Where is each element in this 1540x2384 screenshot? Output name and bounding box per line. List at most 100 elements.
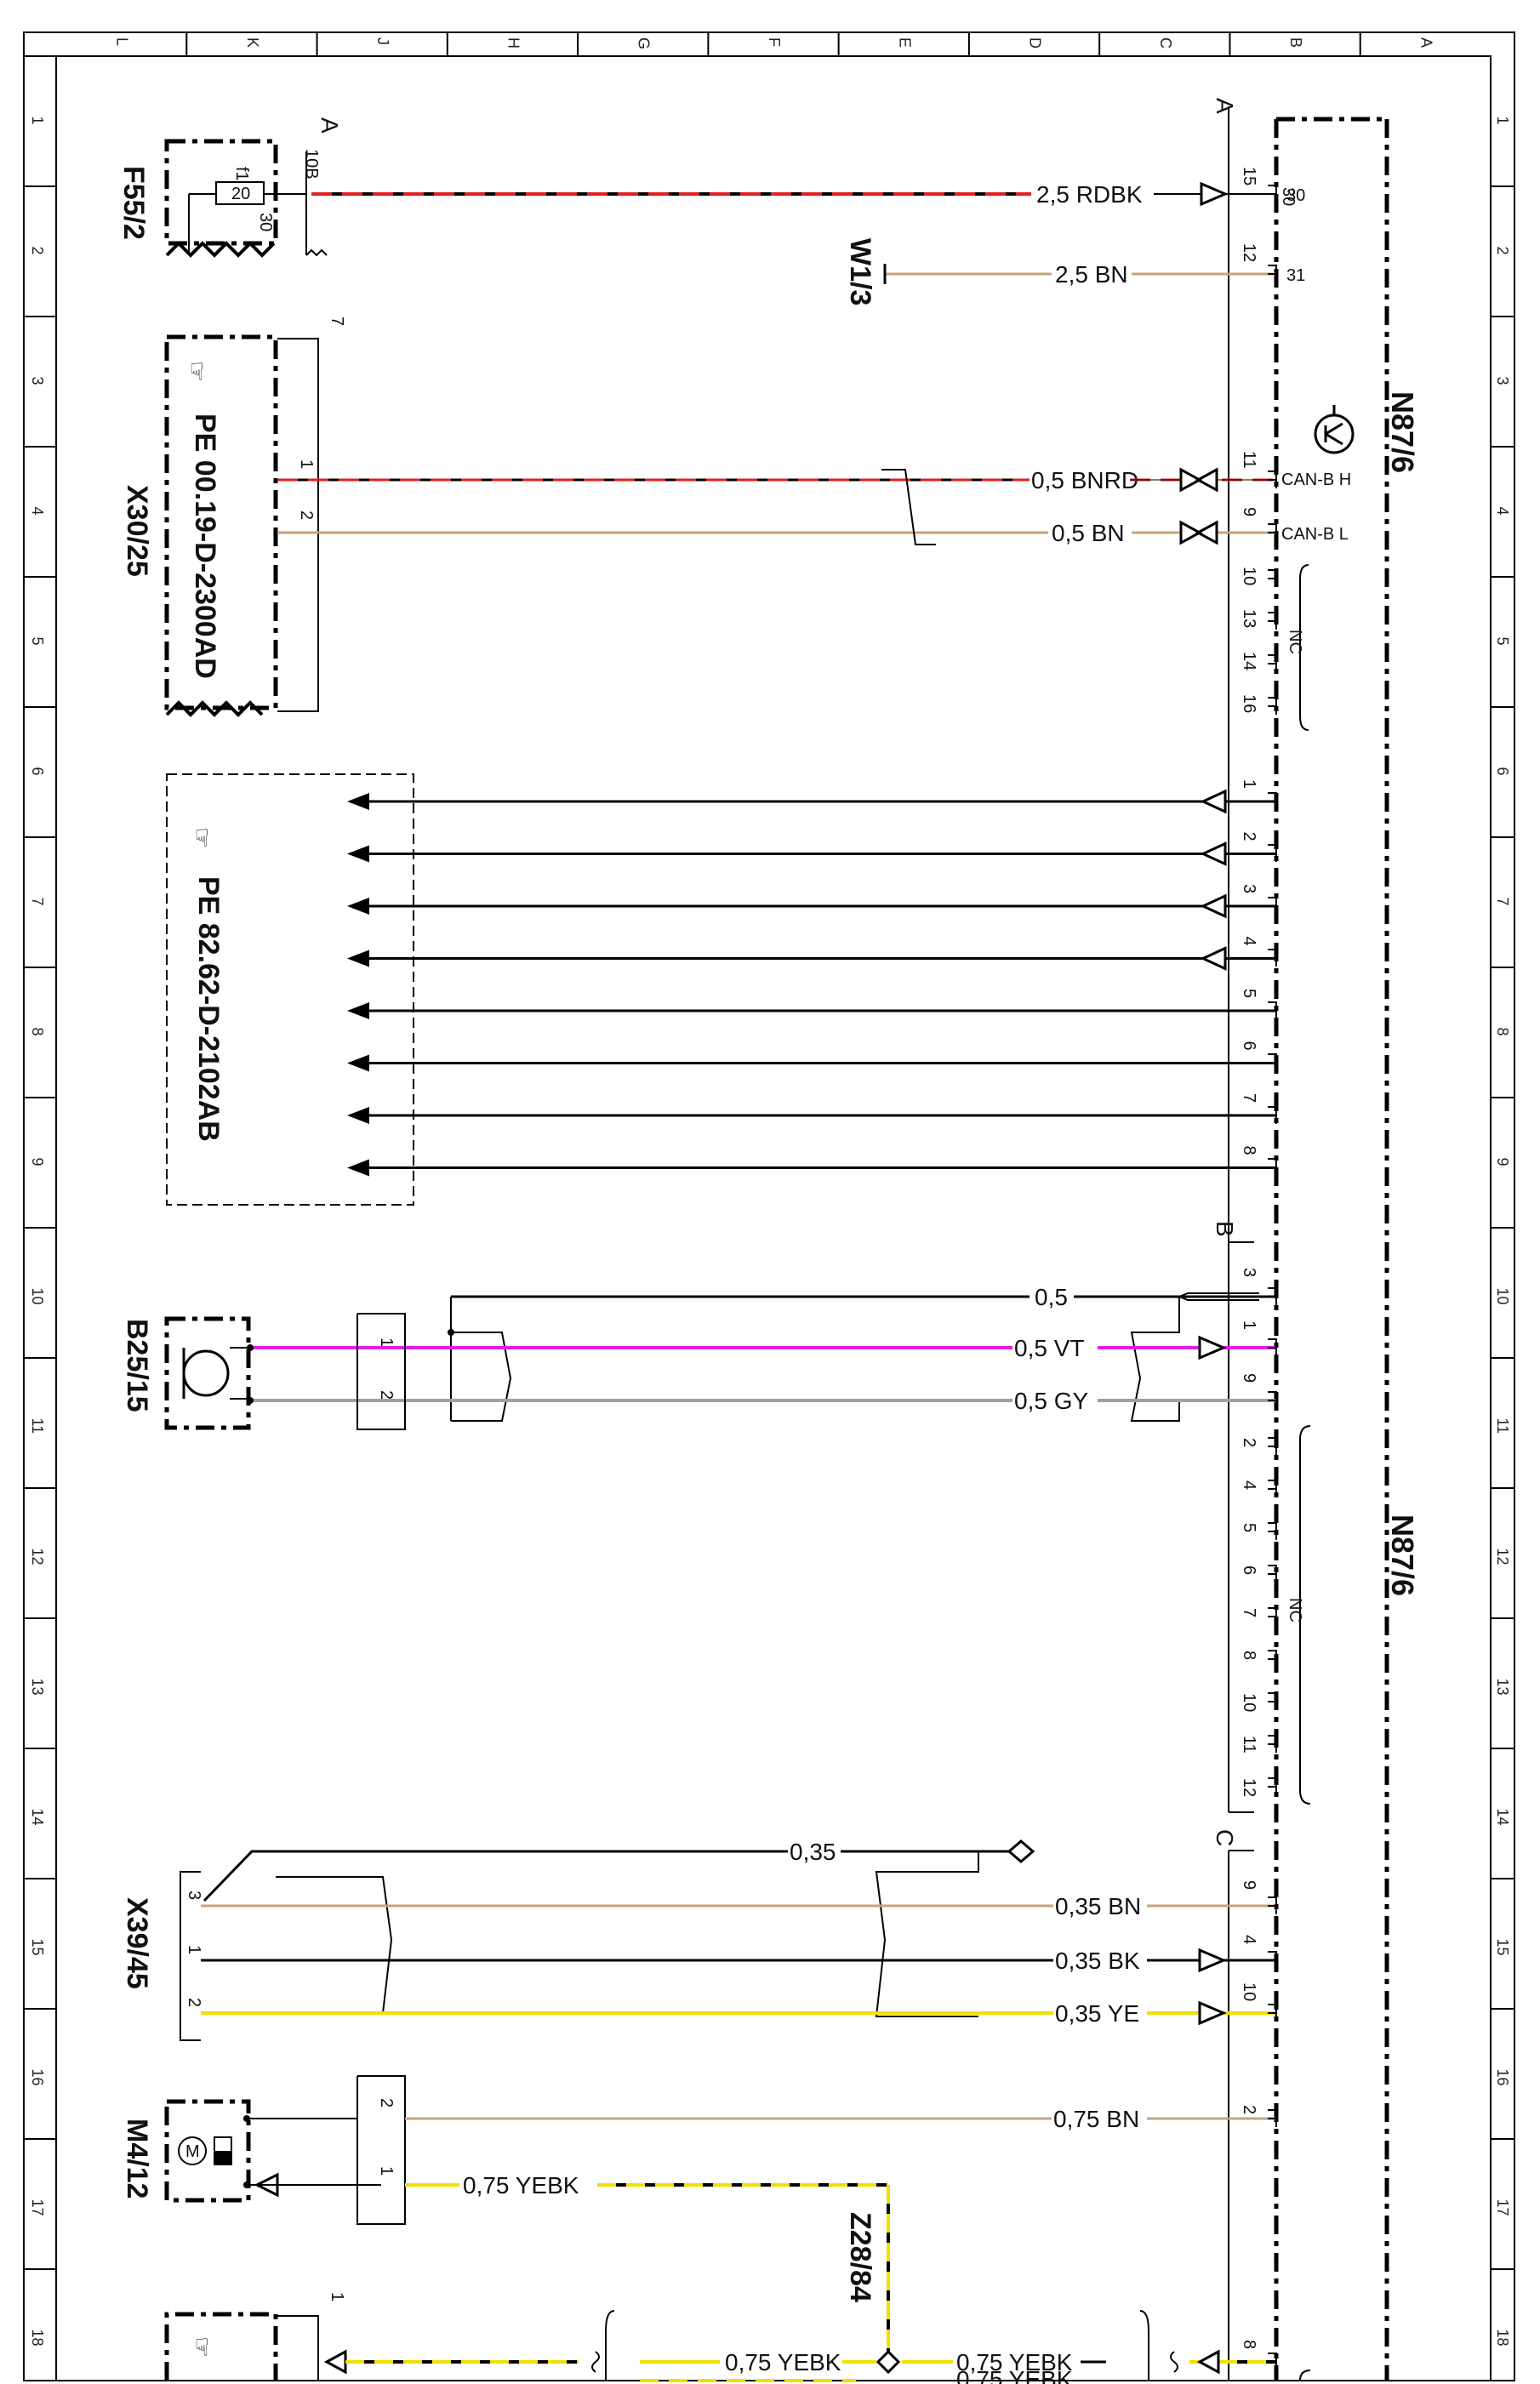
pe-82-62-hand-icon: ☞ — [189, 827, 215, 848]
row-label-left-18: 18 — [29, 2330, 46, 2347]
svg-text:13: 13 — [1240, 609, 1258, 628]
svg-text:2: 2 — [185, 1998, 203, 2007]
row-label-right-2: 2 — [1494, 247, 1511, 255]
row-label-right-11: 11 — [1494, 1418, 1511, 1434]
svg-text:f1: f1 — [232, 167, 251, 181]
signal-line-8: 8 — [347, 1146, 1276, 1177]
row-label-right-3: 3 — [1494, 377, 1511, 385]
z28-84-label: Z28/84 — [844, 2212, 876, 2302]
svg-text:2: 2 — [377, 1390, 396, 1400]
svg-text:3: 3 — [185, 1891, 203, 1900]
wire-bnrd: 0,5 BNRD — [277, 467, 1276, 493]
svg-text:0,5: 0,5 — [1035, 1284, 1068, 1310]
svg-text:16: 16 — [1240, 694, 1258, 713]
pin-b-nc-2: 2 — [1240, 1438, 1258, 1447]
svg-text:2: 2 — [297, 510, 316, 520]
column-label-h: H — [505, 37, 522, 48]
svg-text:10: 10 — [1240, 567, 1258, 585]
svg-text:A: A — [317, 117, 343, 134]
wire-0-75-yebk-bottom: 0,75 YEBK 0,75 YEBK 0,75 YEBK — [345, 2310, 1276, 2384]
row-label-right-1: 1 — [1494, 117, 1511, 125]
twisted-pair-symbol — [881, 469, 936, 545]
signal-line-4: 4 — [347, 937, 1276, 971]
wire-0-5-shield: 0,5 — [448, 1284, 1276, 1422]
svg-text:0,5 GY: 0,5 GY — [1014, 1388, 1088, 1414]
pin-b-nc-12: 12 — [1240, 1778, 1258, 1797]
signal-line-6: 6 — [347, 1041, 1276, 1072]
svg-text:☞: ☞ — [189, 2336, 215, 2358]
pin-b1: 1 — [1240, 1320, 1258, 1330]
pin-b-nc-4: 4 — [1240, 1480, 1258, 1490]
pin-p5: 5 — [1240, 989, 1258, 998]
pe-bottom-connector: ☞ 1 — [164, 2292, 347, 2381]
svg-text:2,5 BN: 2,5 BN — [1055, 261, 1128, 288]
row-label-right-8: 8 — [1494, 1028, 1511, 1036]
row-label-right-7: 7 — [1494, 898, 1511, 906]
svg-text:0,75 YEBK: 0,75 YEBK — [956, 2349, 1073, 2375]
m4-12-label: M4/12 — [121, 2119, 153, 2199]
svg-text:0,75 YEBK: 0,75 YEBK — [725, 2349, 841, 2375]
row-label-left-2: 2 — [29, 247, 46, 255]
svg-text:0,35 BN: 0,35 BN — [1055, 1893, 1141, 1919]
row-label-right-9: 9 — [1494, 1158, 1511, 1166]
pin-p7: 7 — [1240, 1093, 1258, 1103]
svg-text:20: 20 — [231, 185, 250, 203]
svg-text:2: 2 — [377, 2098, 396, 2107]
pin-a15: 15 — [1240, 167, 1258, 185]
row-label-right-14: 14 — [1494, 1809, 1511, 1826]
pin-b-nc-5: 5 — [1240, 1523, 1258, 1532]
row-label-right-17: 17 — [1494, 2199, 1511, 2216]
column-label-d: D — [1027, 37, 1044, 48]
wire-vt: 0,5 VT — [247, 1335, 1276, 1361]
wire-bn-0-5: 0,5 BN — [277, 520, 1276, 546]
pin-c10: 10 — [1240, 1982, 1258, 2001]
pe-82-62-ref: PE 82.62-D-2102AB — [192, 876, 225, 1142]
x39-45-connector: 3 1 2 — [180, 1871, 203, 2041]
x30-25-connector: 7 1 2 ☞ PE 00.19-D-2300AD — [164, 317, 346, 717]
n87-6-title-mid: N87/6 — [1385, 1514, 1420, 1596]
svg-text:1: 1 — [377, 2166, 396, 2176]
svg-text:10B: 10B — [302, 149, 321, 180]
b25-15-sensor: 1 2 — [164, 1313, 406, 1430]
signal-line-1: 1 — [347, 779, 1276, 814]
signal-line-2: 2 — [347, 832, 1276, 866]
pin-b-nc-7: 7 — [1240, 1608, 1258, 1617]
pin-b-nc-6: 6 — [1240, 1566, 1258, 1575]
wire-0-35-bn: 0,35 BN — [201, 1893, 1276, 1919]
row-label-left-8: 8 — [29, 1028, 46, 1036]
f55-2-label: F55/2 — [117, 166, 150, 240]
svg-text:0,35 BK: 0,35 BK — [1055, 1948, 1140, 1974]
connector-a-label: A — [1212, 98, 1238, 114]
x39-45-label: X39/45 — [121, 1897, 153, 1989]
column-label-g: G — [636, 37, 653, 49]
column-label-f: F — [766, 37, 783, 47]
row-label-right-18: 18 — [1494, 2330, 1511, 2347]
row-label-left-7: 7 — [29, 898, 46, 906]
connector-b-label: B — [1212, 1221, 1238, 1237]
svg-text:0,5 BNRD: 0,5 BNRD — [1031, 467, 1138, 493]
nc-bracket-top — [1299, 564, 1309, 731]
wire-0-35-ye: 0,35 YE — [201, 2000, 1276, 2027]
pin-p4: 4 — [1240, 937, 1258, 946]
row-label-left-6: 6 — [29, 767, 46, 776]
column-label-a: A — [1417, 37, 1434, 48]
svg-text:14: 14 — [1240, 652, 1258, 670]
pin-b-nc-10: 10 — [1240, 1693, 1258, 1712]
nc-bracket-mid — [1299, 1425, 1311, 1805]
row-label-left-15: 15 — [29, 1939, 46, 1956]
wire-0-75-yebk-m4: 0,75 YEBK — [405, 2172, 890, 2357]
svg-text:2,5 RDBK: 2,5 RDBK — [1036, 181, 1143, 208]
connector-c-label: C — [1212, 1829, 1238, 1846]
svg-text:30: 30 — [1286, 186, 1305, 205]
wire-gy: 0,5 GY — [247, 1388, 1276, 1414]
row-label-left-11: 11 — [29, 1418, 46, 1434]
pin-can-h: CAN-B H — [1281, 471, 1351, 489]
row-label-right-5: 5 — [1494, 637, 1511, 646]
svg-text:0,75 YEBK: 0,75 YEBK — [956, 2366, 1073, 2384]
row-label-left-10: 10 — [29, 1288, 46, 1305]
pin-a12: 12 — [1240, 243, 1258, 262]
pin-b9: 9 — [1240, 1373, 1258, 1383]
